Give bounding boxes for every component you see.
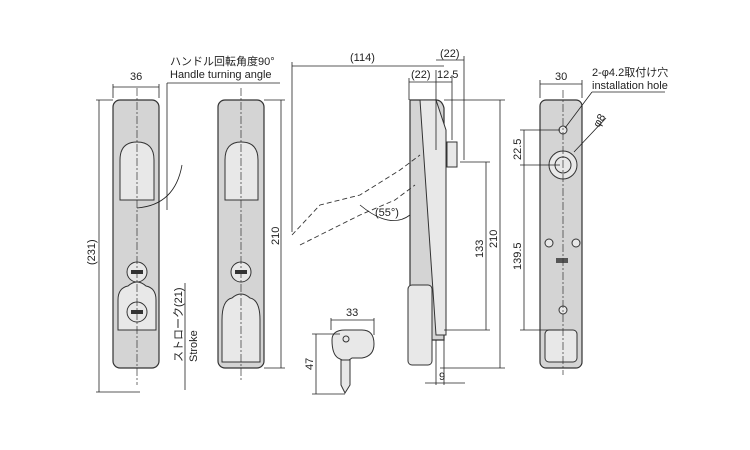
pitch-139-5-label: 139.5	[512, 242, 524, 270]
height-231-label: (231)	[86, 239, 98, 265]
handle-angle-jp-label: ハンドル回転角度90°	[170, 54, 275, 68]
key-width-33-label: 33	[346, 307, 358, 319]
hole-en-label: installation hole	[592, 80, 668, 92]
stroke-jp-label: ストローク(21)	[172, 287, 185, 362]
rear-view: 30 2-φ4.2取付け穴 installation hole φ8 22.5 …	[512, 65, 668, 375]
dia-8-label: φ8	[591, 112, 608, 129]
key-height-47-label: 47	[304, 358, 316, 370]
reach-114-label: (114)	[350, 52, 375, 64]
side-view: (55°) (114) (22) (22) 12.5 210 133 9	[291, 48, 505, 385]
height-210-side-label: 210	[488, 230, 500, 248]
top-22-5-label: 22.5	[512, 139, 524, 160]
handle-angle-en-label: Handle turning angle	[170, 69, 272, 81]
angle-55-label: (55°)	[375, 207, 399, 219]
width-36-label: 36	[130, 71, 142, 83]
depth-22-label: (22)	[411, 69, 431, 81]
key-view: 33 47	[304, 307, 375, 395]
offset-22-label: (22)	[440, 48, 460, 60]
pitch-12-5-label: 12.5	[437, 69, 458, 81]
front-view-dimensions: 36 (231) ハンドル回転角度90° Handle turning angl…	[86, 54, 280, 393]
front-view-handle	[112, 88, 183, 385]
height-133-label: 133	[474, 240, 486, 258]
hole-jp-label: 2-φ4.2取付け穴	[592, 65, 668, 79]
stroke-en-label: Stroke	[188, 330, 200, 362]
front-view-handle-rotated	[217, 88, 265, 380]
front-view-2-dimensions: 210 ストローク(21) Stroke	[172, 99, 285, 390]
bottom-9-label: 9	[439, 371, 445, 383]
height-210-label: 210	[270, 227, 282, 245]
rear-width-30-label: 30	[555, 71, 567, 83]
